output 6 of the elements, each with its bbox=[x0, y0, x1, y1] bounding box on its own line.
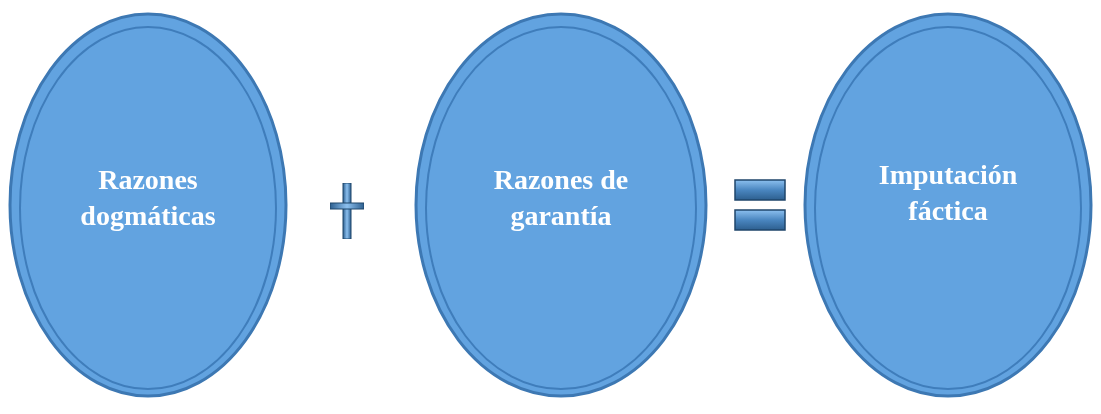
node-label: Razones de garantía bbox=[492, 163, 630, 233]
node-label: Imputación fáctica bbox=[877, 158, 1019, 228]
ellipse-node bbox=[8, 12, 288, 398]
node-label: Razones dogmáticas bbox=[79, 163, 217, 233]
ellipse-node bbox=[803, 12, 1093, 398]
ellipse-node bbox=[414, 12, 708, 398]
